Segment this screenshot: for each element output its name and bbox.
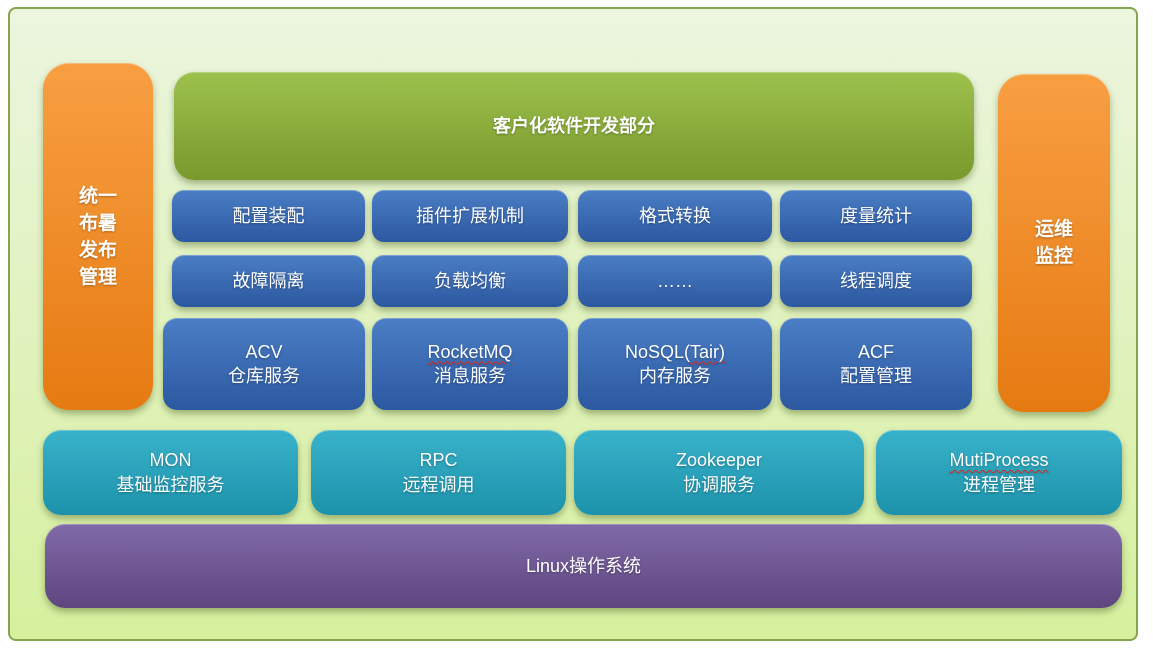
platform-title: RPC	[419, 450, 458, 471]
feature-box-ellipsis: ……	[578, 255, 772, 307]
platform-subtitle: 远程调用	[402, 474, 475, 495]
feature-box-thread-scheduling: 线程调度	[780, 255, 972, 307]
pillar-label-line: 管理	[78, 266, 117, 288]
service-box-rocketmq-messaging: RocketMQ 消息服务	[372, 318, 568, 410]
platform-box-zookeeper: Zookeeper 协调服务	[574, 430, 864, 515]
service-subtitle: 仓库服务	[228, 366, 300, 386]
feature-box-load-balancing: 负载均衡	[372, 255, 568, 307]
platform-title: Zookeeper	[675, 450, 763, 471]
service-subtitle: 消息服务	[434, 366, 506, 386]
feature-box-metrics: 度量统计	[780, 190, 972, 242]
service-box-nosql-tair-memory: NoSQL(Tair) 内存服务	[578, 318, 772, 410]
feature-label: ……	[657, 270, 693, 291]
feature-label: 格式转换	[639, 205, 711, 226]
ops-monitoring-pillar: 运维 监控	[998, 74, 1110, 412]
platform-subtitle: 协调服务	[683, 474, 755, 495]
platform-box-rpc: RPC 远程调用	[311, 430, 566, 515]
feature-label: 插件扩展机制	[416, 205, 524, 226]
feature-box-config-assembly: 配置装配	[172, 190, 365, 242]
deployment-management-pillar: 统一 布暑 发布 管理	[43, 63, 153, 410]
pillar-label-line: 运维	[1034, 219, 1073, 240]
pillar-label-line: 布暑	[78, 212, 117, 234]
linux-os-bar: Linux操作系统	[45, 524, 1122, 608]
feature-box-fault-isolation: 故障隔离	[172, 255, 365, 307]
service-box-acv-repository: ACV 仓库服务	[163, 318, 365, 410]
feature-label: 度量统计	[840, 205, 912, 226]
pillar-label-line: 统一	[78, 185, 117, 207]
service-title: ACV	[245, 341, 283, 362]
feature-box-format-conversion: 格式转换	[578, 190, 772, 242]
os-label: Linux操作系统	[525, 555, 642, 576]
service-title: RocketMQ	[427, 341, 513, 362]
platform-box-mutiprocess: MutiProcess 进程管理	[876, 430, 1122, 515]
platform-title: MON	[149, 450, 192, 471]
banner-label: 客户化软件开发部分	[493, 115, 655, 136]
pillar-label-line: 发布	[78, 239, 117, 261]
service-box-acf-config: ACF 配置管理	[780, 318, 972, 410]
feature-label: 线程调度	[840, 270, 912, 291]
platform-subtitle: 进程管理	[963, 474, 1035, 495]
feature-label: 配置装配	[232, 205, 305, 226]
diagram-board: 统一 布暑 发布 管理 运维 监控 客户化软件开发部分 配置装配 插件扩展机制 …	[8, 7, 1138, 641]
service-title: ACF	[858, 341, 894, 362]
feature-box-plugin-extension: 插件扩展机制	[372, 190, 568, 242]
feature-label: 故障隔离	[232, 270, 305, 291]
platform-title: MutiProcess	[949, 450, 1049, 471]
service-subtitle: 配置管理	[840, 366, 912, 386]
service-subtitle: 内存服务	[639, 366, 711, 386]
pillar-label-line: 监控	[1034, 246, 1073, 267]
service-title: NoSQL(Tair)	[624, 341, 726, 362]
feature-label: 负载均衡	[434, 270, 506, 291]
platform-subtitle: 基础监控服务	[116, 474, 225, 495]
custom-software-dev-banner: 客户化软件开发部分	[174, 72, 974, 180]
platform-box-mon-monitoring: MON 基础监控服务	[43, 430, 298, 515]
